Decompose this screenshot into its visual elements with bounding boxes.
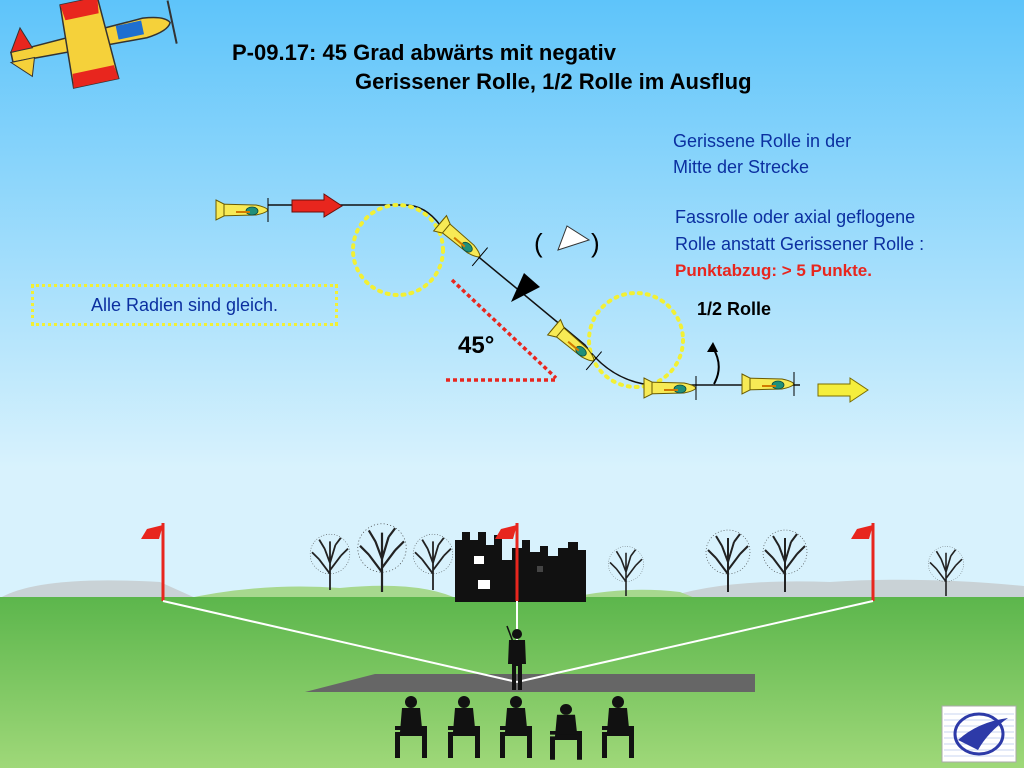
- castle-icon: [455, 532, 586, 602]
- half-roll-arrow-icon: [707, 342, 720, 385]
- paren-right: ): [591, 228, 600, 258]
- radii-note-box: Alle Radien sind gleich.: [31, 284, 338, 326]
- center-note-line2: Mitte der Strecke: [673, 157, 810, 177]
- airplane-logo-icon: [9, 0, 178, 89]
- flight-path: [268, 204, 800, 386]
- radius-circles: [351, 203, 685, 389]
- exit-arrow-icon: [817, 377, 869, 403]
- half-roll-label: 1/2 Rolle: [697, 299, 772, 319]
- penalty-note: Punktabzug: > 5 Punkte.: [675, 261, 872, 280]
- axial-note-line2: Rolle anstatt Gerissener Rolle :: [675, 234, 925, 254]
- axial-roll-triangle-icon: [557, 225, 591, 251]
- figure-title-line2: Gerissener Rolle, 1/2 Rolle im Ausflug: [355, 69, 752, 94]
- radii-note: Alle Radien sind gleich.: [90, 295, 279, 315]
- snap-roll-triangle-icon: [511, 273, 540, 302]
- angle-label: 45°: [458, 332, 495, 359]
- pilot-icon: [506, 625, 526, 690]
- angle-reference-lines: [446, 278, 558, 382]
- center-note-line1: Gerissene Rolle in der: [673, 131, 852, 151]
- figure-title-line1: P-09.17: 45 Grad abwärts mit negativ: [232, 40, 616, 65]
- entry-arrow-icon: [291, 193, 343, 218]
- hills: [0, 579, 1024, 600]
- axial-note-line1: Fassrolle oder axial geflogene: [675, 207, 916, 227]
- runway-strip: [305, 674, 755, 692]
- paren-left: (: [534, 228, 543, 258]
- fai-logo-icon: [941, 705, 1017, 763]
